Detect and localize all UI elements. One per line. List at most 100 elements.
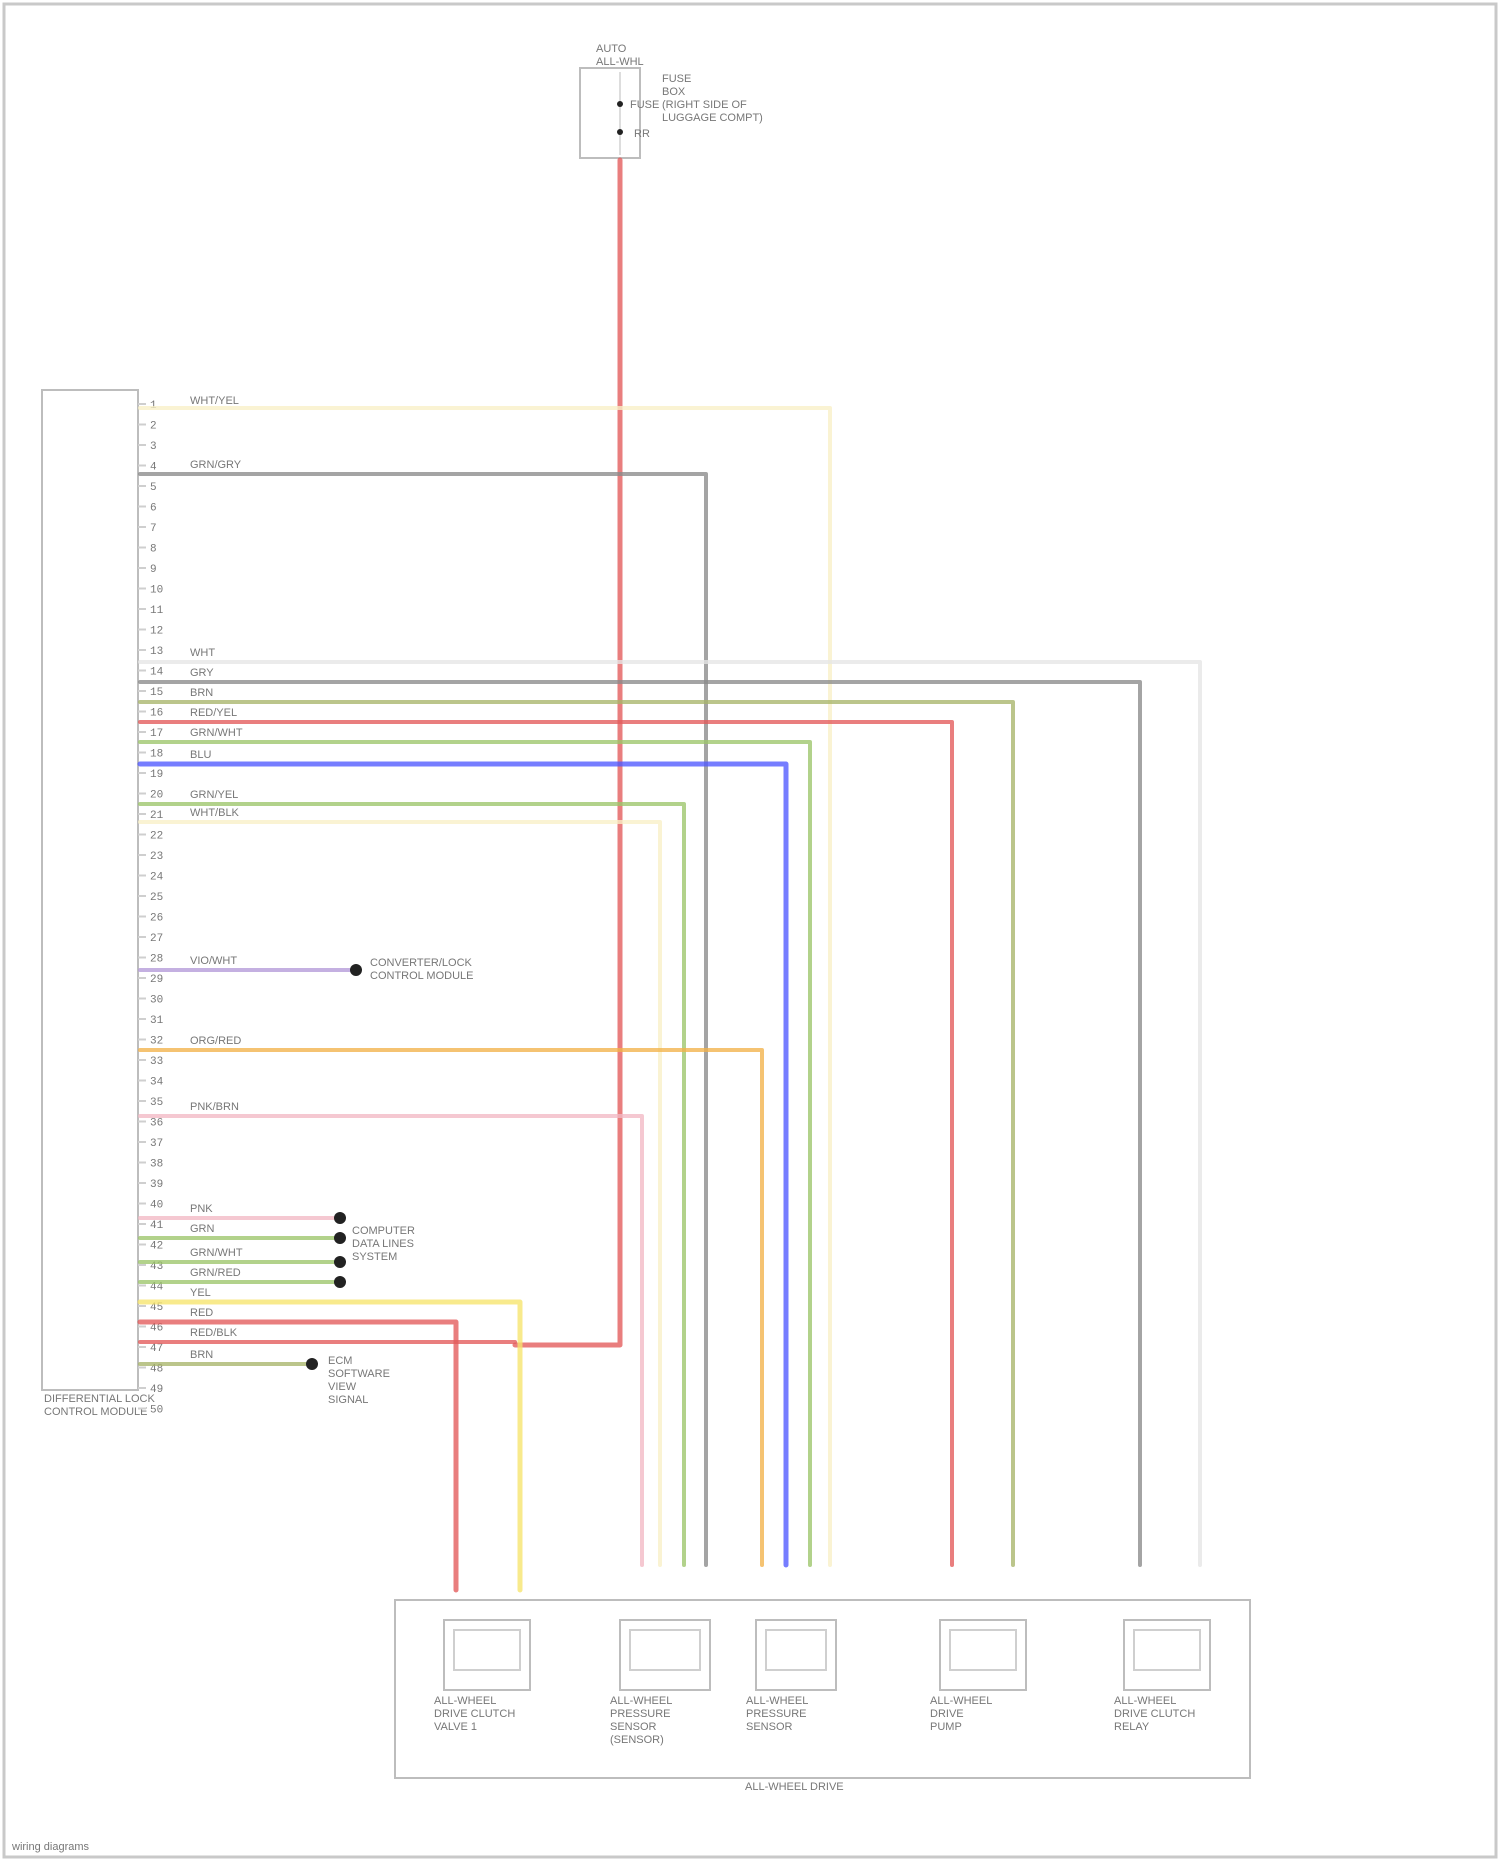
pin-number: 14 xyxy=(150,667,164,679)
pin-number: 29 xyxy=(150,974,163,986)
pin-number: 37 xyxy=(150,1138,163,1150)
pin-number: 10 xyxy=(150,585,163,597)
wire-color-label: WHT/YEL xyxy=(190,395,239,407)
pin-number: 30 xyxy=(150,995,163,1007)
fuse-pin-dot xyxy=(617,101,623,107)
pin-number: 38 xyxy=(150,1159,163,1171)
wire-color-label: GRN xyxy=(190,1223,215,1235)
svg-text:FUSE: FUSE xyxy=(630,99,659,111)
wire-10 xyxy=(140,822,660,1565)
pin-number: 40 xyxy=(150,1200,163,1212)
wire-color-label: GRN/WHT xyxy=(190,1247,243,1259)
left-module-label: DIFFERENTIAL LOCKCONTROL MODULE xyxy=(44,1393,155,1418)
component-label: ALL-WHEELPRESSURESENSOR xyxy=(746,1695,808,1733)
pin-number: 11 xyxy=(150,605,164,617)
wire-color-label: WHT/BLK xyxy=(190,807,240,819)
pin-number: 7 xyxy=(150,523,157,535)
wire-9 xyxy=(140,804,684,1565)
pin-number: 36 xyxy=(150,1118,163,1130)
pin-number: 18 xyxy=(150,749,163,761)
pin-number: 27 xyxy=(150,933,163,945)
pin-number: 19 xyxy=(150,769,163,781)
splices xyxy=(306,964,362,1370)
bottom-component: ALL-WHEELDRIVE CLUTCHVALVE 1 xyxy=(434,1620,530,1733)
wire-12 xyxy=(140,1050,762,1565)
wire-1 xyxy=(140,408,830,1565)
wire-5 xyxy=(140,702,1013,1565)
wire-color-label: RED/YEL xyxy=(190,707,237,719)
wire-color-label: BRN xyxy=(190,687,213,699)
module-pins: 1234567891011121314151617181920212223242… xyxy=(138,400,164,1417)
wire-8 xyxy=(140,764,786,1565)
pin-number: 49 xyxy=(150,1384,163,1396)
footer-text: wiring diagrams xyxy=(11,1841,90,1853)
pin-number: 25 xyxy=(150,892,163,904)
pin-number: 3 xyxy=(150,441,157,453)
wire-color-label: GRY xyxy=(190,667,214,679)
wire-color-label: VIO/WHT xyxy=(190,955,237,967)
pin-number: 16 xyxy=(150,708,163,720)
splice-dot xyxy=(334,1276,346,1288)
pin-number: 39 xyxy=(150,1179,163,1191)
wire-color-label: WHT xyxy=(190,647,215,659)
splice-dot xyxy=(350,964,362,976)
wire-color-label: BLU xyxy=(190,749,211,761)
pin-number: 35 xyxy=(150,1097,163,1109)
pin-number: 41 xyxy=(150,1220,164,1232)
pin-number: 17 xyxy=(150,728,163,740)
pin-number: 50 xyxy=(150,1405,163,1417)
wire-18 xyxy=(140,1302,520,1590)
splice-dot xyxy=(334,1232,346,1244)
pin-number: 47 xyxy=(150,1343,163,1355)
svg-text:RR: RR xyxy=(634,128,650,140)
pin-number: 12 xyxy=(150,626,163,638)
wire-color-label: GRN/RED xyxy=(190,1267,241,1279)
wire-color-label: RED xyxy=(190,1307,213,1319)
pin-number: 2 xyxy=(150,421,157,433)
diagram-frame xyxy=(4,4,1496,1857)
wire-7 xyxy=(140,742,810,1565)
fuse-pin-dot xyxy=(617,129,623,135)
splice-dot xyxy=(334,1212,346,1224)
pin-number: 34 xyxy=(150,1077,164,1089)
bottom-components: ALL-WHEEL DRIVE ALL-WHEELDRIVE CLUTCHVAL… xyxy=(395,1600,1250,1793)
wire-color-label: PNK xyxy=(190,1203,213,1215)
wire-color-label: RED/BLK xyxy=(190,1327,238,1339)
pin-number: 28 xyxy=(150,954,163,966)
pin-number: 33 xyxy=(150,1056,163,1068)
pin-number: 5 xyxy=(150,482,157,494)
pin-number: 23 xyxy=(150,851,163,863)
wire-feed-red xyxy=(515,160,620,1345)
pin-number: 20 xyxy=(150,790,163,802)
pin-number: 31 xyxy=(150,1015,164,1027)
wire-color-label: ORG/RED xyxy=(190,1035,241,1047)
pin-number: 6 xyxy=(150,503,157,515)
pin-number: 15 xyxy=(150,687,163,699)
pin-number: 4 xyxy=(150,462,157,474)
pin-number: 26 xyxy=(150,913,163,925)
wire-harness xyxy=(140,160,1200,1590)
pin-number: 22 xyxy=(150,831,163,843)
wire-color-label: PNK/BRN xyxy=(190,1101,239,1113)
wire-color-label: BRN xyxy=(190,1349,213,1361)
pin-number: 8 xyxy=(150,544,157,556)
bottom-group-label: ALL-WHEEL DRIVE xyxy=(745,1781,844,1793)
wire-color-label: GRN/WHT xyxy=(190,727,243,739)
pin-number: 42 xyxy=(150,1241,163,1253)
